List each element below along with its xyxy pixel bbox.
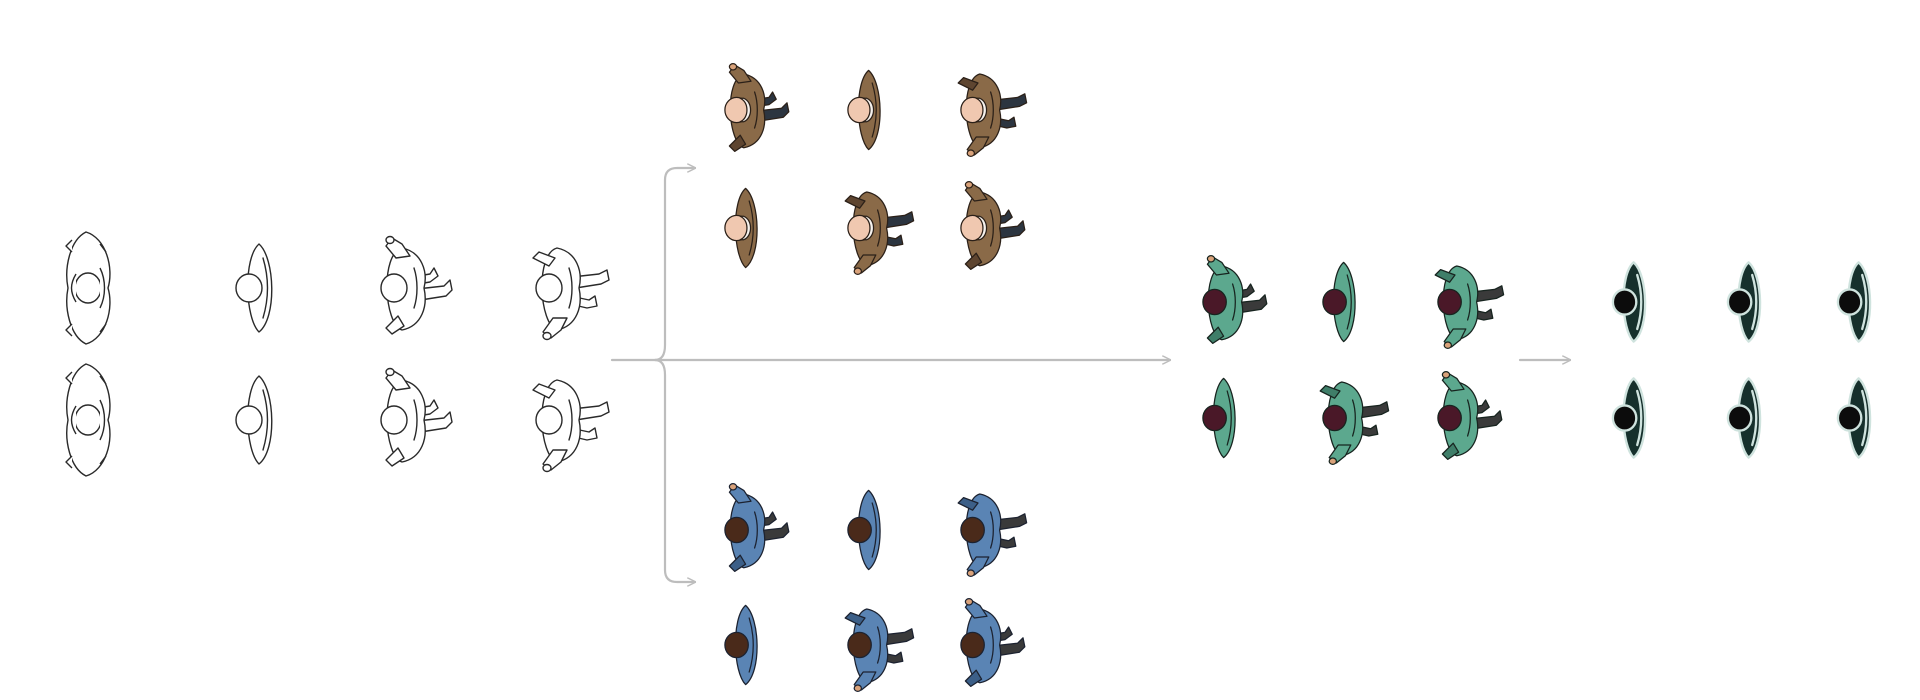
lineart-figure-r2-c3 bbox=[380, 367, 453, 467]
blue-figure-r2-c1 bbox=[724, 604, 758, 686]
dark-figure-r1-c3 bbox=[1836, 261, 1872, 343]
lineart-figure-r1-c2 bbox=[235, 243, 273, 333]
blue-figure-r2-c3 bbox=[960, 598, 1026, 688]
teal-figure-r1-c3 bbox=[1434, 265, 1505, 349]
teal-figure-r2-c3 bbox=[1437, 371, 1503, 461]
brown-figure-r1-c3 bbox=[957, 73, 1028, 157]
teal-figure-r1-c2 bbox=[1322, 261, 1356, 343]
teal-figure-r2-c2 bbox=[1319, 381, 1390, 465]
branch-to-brown-arrow bbox=[653, 168, 697, 362]
connector-lines bbox=[610, 168, 1572, 582]
teal-figure-r2-c1 bbox=[1202, 377, 1236, 459]
blue-figure-r2-c2 bbox=[844, 608, 915, 692]
blue-figures-group bbox=[724, 483, 1028, 692]
lineart-figure-r1-c4 bbox=[532, 247, 610, 341]
teal-figures-group bbox=[1202, 255, 1505, 465]
lineart-figure-r2-c4 bbox=[532, 379, 610, 473]
dark-figure-r1-c2 bbox=[1726, 261, 1762, 343]
teal-figure-r1-c1 bbox=[1202, 255, 1268, 345]
brown-figure-r1-c2 bbox=[847, 69, 881, 151]
branch-to-blue-arrow bbox=[653, 358, 697, 582]
lineart-figure-r1-c3 bbox=[380, 235, 453, 335]
lineart-figure-r2-c1 bbox=[65, 363, 111, 477]
dark-figures-group bbox=[1611, 261, 1872, 459]
brown-figure-r2-c1 bbox=[724, 187, 758, 269]
blue-figure-r1-c2 bbox=[847, 489, 881, 571]
dark-figure-r2-c1 bbox=[1611, 377, 1647, 459]
brown-figures-group bbox=[724, 63, 1028, 275]
brown-figure-r1-c1 bbox=[724, 63, 790, 153]
dark-figure-r1-c1 bbox=[1611, 261, 1647, 343]
blue-figure-r1-c1 bbox=[724, 483, 790, 573]
lineart-figure-r2-c2 bbox=[235, 375, 273, 465]
figure-groups bbox=[65, 63, 1872, 692]
dark-figure-r2-c2 bbox=[1726, 377, 1762, 459]
brown-figure-r2-c2 bbox=[844, 191, 915, 275]
lineart-figure-r1-c1 bbox=[65, 231, 111, 345]
dark-figure-r2-c3 bbox=[1836, 377, 1872, 459]
lineart-sketch-group bbox=[65, 231, 610, 477]
blue-figure-r1-c3 bbox=[957, 493, 1028, 577]
brown-figure-r2-c3 bbox=[960, 181, 1026, 271]
